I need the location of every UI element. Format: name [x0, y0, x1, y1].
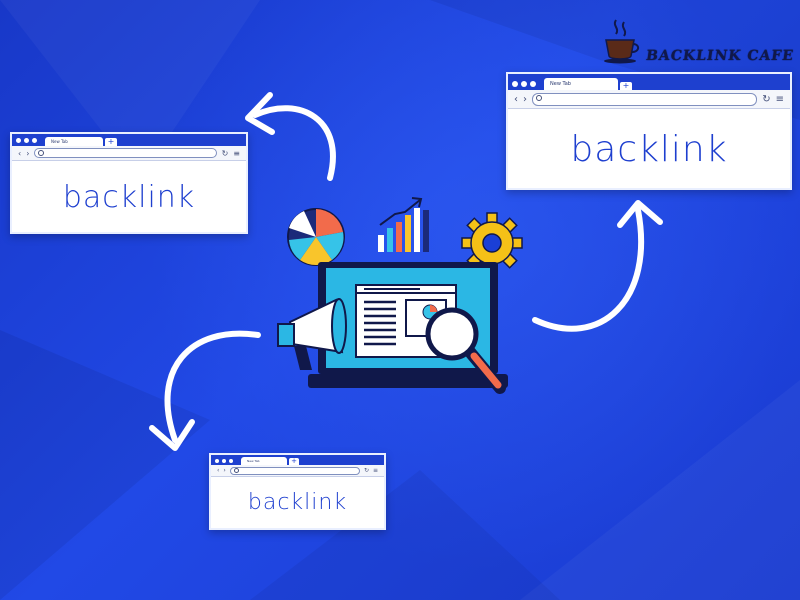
browser-tab[interactable]: New Tab	[544, 78, 618, 90]
search-icon	[233, 467, 239, 473]
browser-tab-bar: New Tab +	[211, 455, 384, 465]
window-dot-icon[interactable]	[16, 138, 21, 143]
search-icon	[38, 150, 45, 156]
browser-window-right: New Tab + ‹ › ↻ ≡ backlink	[506, 72, 792, 190]
window-dot-icon[interactable]	[521, 81, 527, 87]
back-arrow-icon[interactable]: ‹	[514, 93, 518, 105]
new-tab-button[interactable]: +	[289, 458, 299, 465]
curved-arrow-icon	[532, 207, 645, 332]
browser-content: backlink	[12, 162, 246, 232]
search-icon	[536, 94, 542, 101]
forward-arrow-icon[interactable]: ›	[223, 467, 226, 474]
new-tab-button[interactable]: +	[105, 138, 117, 146]
magnifier-icon	[425, 307, 506, 394]
reload-icon[interactable]: ↻	[221, 148, 229, 158]
browser-tab[interactable]: New Tab	[241, 457, 287, 465]
backlink-wordmark: backlink	[570, 128, 728, 170]
browser-toolbar: ‹ › ↻ ≡	[211, 465, 384, 477]
browser-window-left: New Tab + ‹ › ↻ ≡ backlink	[10, 132, 248, 234]
curved-arrow-icon	[164, 330, 261, 443]
forward-arrow-icon[interactable]: ›	[26, 148, 30, 158]
browser-tab-bar: New Tab +	[508, 74, 790, 90]
reload-icon[interactable]: ↻	[363, 467, 369, 474]
window-dot-icon[interactable]	[24, 138, 29, 143]
address-bar[interactable]	[532, 92, 758, 106]
menu-icon[interactable]: ≡	[233, 148, 240, 158]
bar-chart-icon	[378, 197, 429, 252]
new-tab-button[interactable]: +	[620, 82, 632, 90]
menu-icon[interactable]: ≡	[775, 93, 784, 105]
logo-text: BACKLINK CAFE	[645, 48, 796, 64]
curved-arrow-icon	[252, 105, 336, 181]
coffee-cup-icon	[604, 19, 640, 64]
window-dot-icon[interactable]	[222, 459, 226, 463]
megaphone-icon	[277, 298, 347, 370]
window-dot-icon[interactable]	[215, 459, 219, 463]
browser-toolbar: ‹ › ↻ ≡	[12, 146, 246, 161]
menu-icon[interactable]: ≡	[372, 467, 378, 474]
reload-icon[interactable]: ↻	[762, 93, 771, 105]
browser-toolbar: ‹ › ↻ ≡	[508, 90, 790, 109]
laptop-icon	[308, 262, 508, 388]
window-dot-icon[interactable]	[32, 138, 37, 143]
window-dot-icon[interactable]	[512, 81, 518, 87]
address-bar[interactable]	[34, 148, 217, 158]
forward-arrow-icon[interactable]: ›	[523, 93, 527, 105]
backlink-wordmark: backlink	[62, 179, 196, 215]
browser-content: backlink	[211, 477, 384, 528]
window-dot-icon[interactable]	[229, 459, 233, 463]
browser-window-bottom: New Tab + ‹ › ↻ ≡ backlink	[209, 453, 386, 530]
back-arrow-icon[interactable]: ‹	[217, 467, 220, 474]
arrowhead-icon	[617, 200, 663, 228]
window-dot-icon[interactable]	[530, 81, 536, 87]
arrowhead-icon	[245, 92, 275, 135]
browser-content: backlink	[508, 110, 790, 188]
backlink-cafe-logo[interactable]: BACKLINK CAFE	[602, 18, 796, 64]
arrowhead-icon	[149, 419, 195, 451]
browser-tab[interactable]: New Tab	[45, 137, 103, 146]
backlink-wordmark: backlink	[247, 490, 348, 515]
browser-tab-bar: New Tab +	[12, 134, 246, 146]
pie-chart-icon	[287, 208, 345, 266]
back-arrow-icon[interactable]: ‹	[18, 148, 22, 158]
address-bar[interactable]	[229, 466, 360, 475]
